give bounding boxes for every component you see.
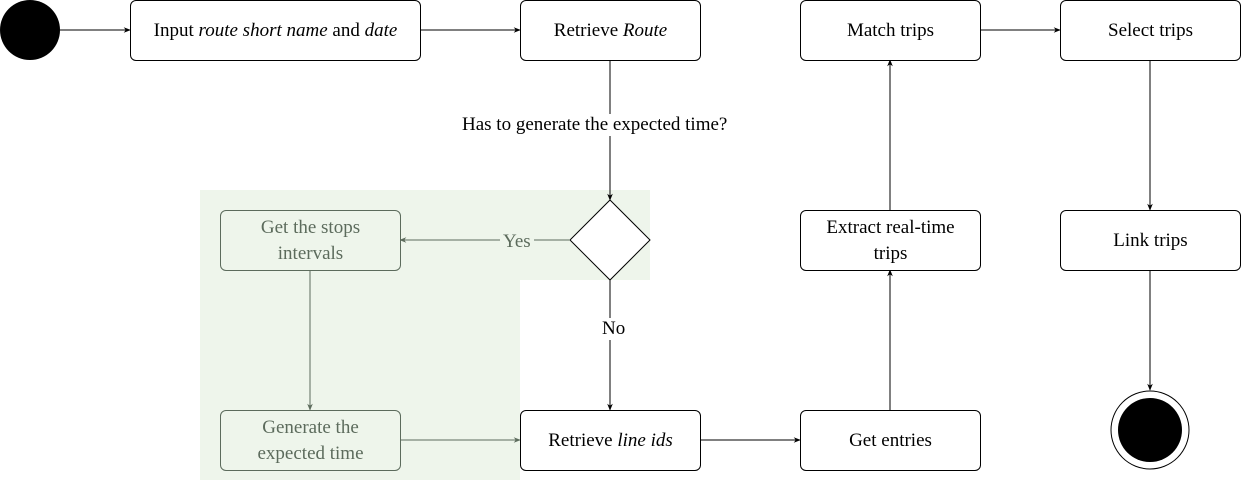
decision-question-label: Has to generate the expected time? bbox=[460, 114, 730, 136]
input-route-short-name: route short name bbox=[198, 19, 328, 41]
retrieve-route-route: Route bbox=[622, 19, 668, 41]
get-stops-intervals-line-1: Get the stops bbox=[260, 216, 361, 238]
end-node-inner bbox=[1118, 398, 1182, 462]
retrieve-route-node: Retrieve Route bbox=[520, 0, 701, 61]
extract-realtime-trips-line-1: Extract real-time bbox=[826, 216, 955, 238]
match-trips-node: Match trips bbox=[800, 0, 981, 61]
extract-realtime-trips-node: Extract real-time trips bbox=[800, 210, 981, 271]
get-stops-intervals-line-2: intervals bbox=[277, 242, 344, 264]
get-entries-label: Get entries bbox=[849, 429, 932, 451]
yes-label: Yes bbox=[500, 231, 534, 253]
retrieve-route-prefix: Retrieve bbox=[553, 19, 623, 41]
no-label: No bbox=[600, 318, 628, 340]
link-trips-node: Link trips bbox=[1060, 210, 1241, 271]
input-prefix: Input bbox=[153, 19, 199, 41]
input-node: Input route short name and date bbox=[130, 0, 421, 61]
generate-expected-time-line-1: Generate the bbox=[262, 416, 359, 438]
get-stops-intervals-node: Get the stops intervals bbox=[220, 210, 401, 271]
select-trips-node: Select trips bbox=[1060, 0, 1241, 61]
generate-expected-time-node: Generate the expected time bbox=[220, 410, 401, 471]
retrieve-line-ids-line-ids: line ids bbox=[617, 429, 673, 451]
select-trips-label: Select trips bbox=[1108, 19, 1193, 41]
input-and: and bbox=[327, 19, 365, 41]
match-trips-label: Match trips bbox=[846, 19, 935, 41]
extract-realtime-trips-line-2: trips bbox=[873, 242, 908, 264]
generate-expected-time-line-2: expected time bbox=[257, 442, 364, 464]
start-node bbox=[0, 0, 60, 60]
retrieve-line-ids-node: Retrieve line ids bbox=[520, 410, 701, 471]
link-trips-label: Link trips bbox=[1113, 229, 1188, 251]
retrieve-line-ids-prefix: Retrieve bbox=[548, 429, 618, 451]
get-entries-node: Get entries bbox=[800, 410, 981, 471]
input-date: date bbox=[364, 19, 398, 41]
